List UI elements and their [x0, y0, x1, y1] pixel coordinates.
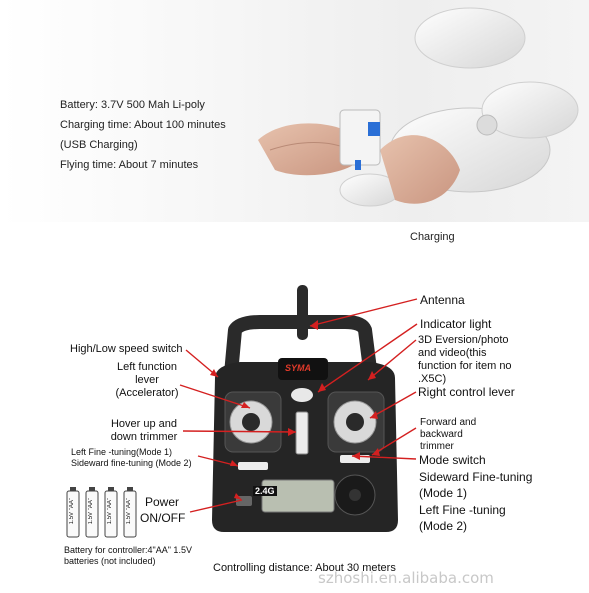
spec-charging-time: Charging time: About 100 minutes — [60, 119, 226, 131]
battery-cell-label-2: 1.5V "AA" — [88, 498, 94, 525]
spec-battery: Battery: 3.7V 500 Mah Li-poly — [60, 99, 205, 111]
battery-specs: Battery: 3.7V 500 Mah Li-poly Charging t… — [60, 95, 226, 175]
brand-plate — [278, 358, 328, 380]
left-horizontal-trimmer — [238, 462, 268, 470]
battery-cells — [66, 487, 137, 538]
charging-caption: Charging — [410, 231, 455, 243]
handle-shape — [223, 315, 379, 386]
label-antenna: Antenna — [420, 293, 465, 307]
hands-drone-illustration — [258, 7, 579, 207]
label-right-lever: Right control lever — [418, 385, 515, 399]
spec-flying-time: Flying time: About 7 minutes — [60, 159, 199, 171]
indicator-light-shape — [291, 388, 313, 402]
controlling-distance: Controlling distance: About 30 meters — [213, 562, 396, 574]
label-forward-trimmer: Forward and backward trimmer — [420, 417, 477, 452]
label-left-lever: Left function lever (Accelerator) — [115, 361, 179, 399]
watermark: szhoshi.en.alibaba.com — [318, 569, 494, 587]
charging-photo — [0, 0, 589, 222]
label-indicator-light: Indicator light — [420, 317, 492, 331]
antenna-shape — [297, 285, 308, 340]
label-eversion: 3D Eversion/photo and video(this functio… — [418, 334, 512, 385]
center-trimmer — [295, 411, 309, 455]
battery-cell-label-1: 1.5V "AA" — [69, 498, 75, 525]
lcd-screen — [261, 479, 335, 513]
battery-note: Battery for controller:4"AA" 1.5V batter… — [64, 545, 192, 566]
callout-arrows — [179, 298, 418, 513]
label-left-fine-mode2: Left Fine -tuning (Mode 2) — [419, 503, 506, 533]
label-sideward-fine: Sideward Fine-tuning (Mode 1) — [419, 470, 533, 500]
spec-usb-charging: (USB Charging) — [60, 139, 138, 151]
callout-arrowheads — [210, 320, 380, 500]
battery-cell-label-4: 1.5V "AA" — [126, 498, 132, 525]
label-mode-switch: Mode switch — [419, 453, 486, 467]
battery-cell-label-3: 1.5V "AA" — [107, 498, 113, 525]
frequency-badge: 2.4G — [253, 486, 277, 496]
label-left-fine-tuning: Left Fine -tuning(Mode 1) Sideward fine-… — [71, 447, 192, 468]
label-power: Power ON/OFF — [140, 495, 186, 525]
syma-logo: SYMA — [285, 363, 312, 373]
label-hover-trimmer: Hover up and down trimmer — [110, 418, 178, 443]
label-high-low-switch: High/Low speed switch — [70, 343, 183, 355]
